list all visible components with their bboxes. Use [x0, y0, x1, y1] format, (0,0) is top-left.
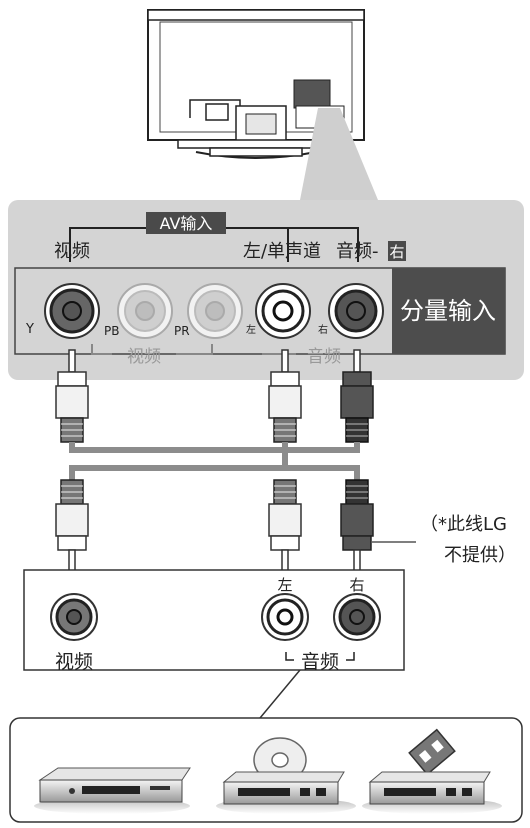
vcr-icon	[362, 728, 502, 814]
av-input-bracket	[69, 227, 359, 262]
component-audio-caption: 音频	[307, 347, 341, 367]
component-video-caption: 视频	[127, 347, 161, 367]
cable-plugs-tv-side	[55, 349, 374, 443]
cable-plugs-device-side	[55, 479, 374, 573]
jack-pr	[187, 283, 243, 339]
jack-pb-label: PB	[104, 324, 119, 338]
zoom-callout	[300, 108, 378, 200]
device-jack-video	[50, 593, 98, 641]
device-pointer	[259, 669, 301, 719]
audio-right-badge: 右	[389, 243, 404, 261]
audio-right-badge-bg	[388, 241, 406, 261]
jack-right-label: 右	[318, 323, 328, 336]
jack-left-label: 左	[246, 323, 256, 336]
jack-y-label: Y	[25, 322, 34, 337]
cable-note-line1: （*此线LG	[420, 514, 507, 535]
audio-left-label: 左/单声道	[243, 241, 321, 262]
jack-pr-label: PR	[174, 324, 190, 338]
audio-right-prefix: 音频-	[336, 241, 379, 262]
jack-audio-left	[255, 283, 311, 339]
device-left-label: 左	[277, 576, 292, 594]
caption-brackets	[91, 344, 296, 355]
device-jack-right	[333, 593, 381, 641]
cd-player-icon	[216, 737, 356, 814]
jack-pb	[117, 283, 173, 339]
cable-note-line2: 不提供）	[444, 545, 516, 566]
video-label: 视频	[54, 241, 90, 262]
audio-bracket	[285, 652, 355, 661]
device-jack-left	[261, 593, 309, 641]
device-right-label: 右	[349, 576, 364, 594]
jack-audio-right	[328, 283, 384, 339]
av-input-badge	[146, 212, 226, 234]
device-video-label: 视频	[55, 651, 93, 673]
dvd-player-icon	[34, 767, 191, 814]
av-input-title: AV输入	[160, 214, 213, 233]
component-input-label: 分量输入	[400, 297, 496, 325]
component-input-box	[392, 268, 505, 354]
jack-y	[44, 283, 100, 339]
device-audio-label: 音频	[301, 651, 339, 673]
cable-bundle	[69, 442, 360, 480]
